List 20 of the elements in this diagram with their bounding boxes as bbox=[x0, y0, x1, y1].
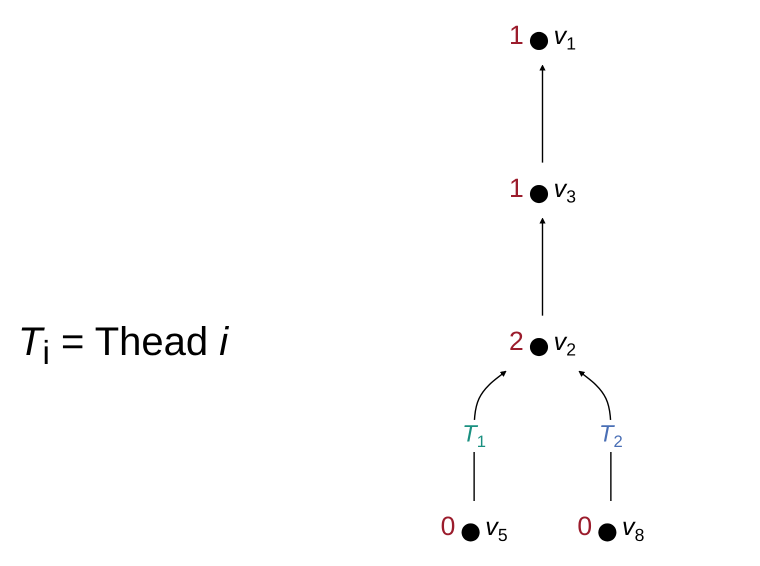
definition-note: T$_{i}$ = Thead i bbox=[18, 320, 228, 373]
node-label: 1 bbox=[509, 174, 524, 204]
arrow bbox=[539, 64, 546, 163]
node-label: v$_{1}$ bbox=[554, 20, 576, 54]
node-circle bbox=[530, 338, 548, 356]
node-circle bbox=[598, 523, 616, 542]
edge-label: T$_{1}$ bbox=[462, 420, 486, 452]
arrow bbox=[539, 218, 546, 316]
node-label: 0 bbox=[440, 512, 456, 542]
node-circle bbox=[461, 523, 480, 542]
edge-label: T$_{2}$ bbox=[599, 420, 623, 452]
node-label: 2 bbox=[509, 326, 524, 356]
node-label: 1 bbox=[509, 20, 524, 50]
node-label: v$_{3}$ bbox=[554, 174, 576, 207]
node-label: v$_{8}$ bbox=[622, 512, 644, 546]
node-label: v$_{5}$ bbox=[485, 512, 508, 546]
node-circle bbox=[530, 184, 548, 203]
node-label: 0 bbox=[577, 512, 592, 542]
node-circle bbox=[530, 32, 548, 50]
node-label: v$_{2}$ bbox=[554, 326, 576, 360]
